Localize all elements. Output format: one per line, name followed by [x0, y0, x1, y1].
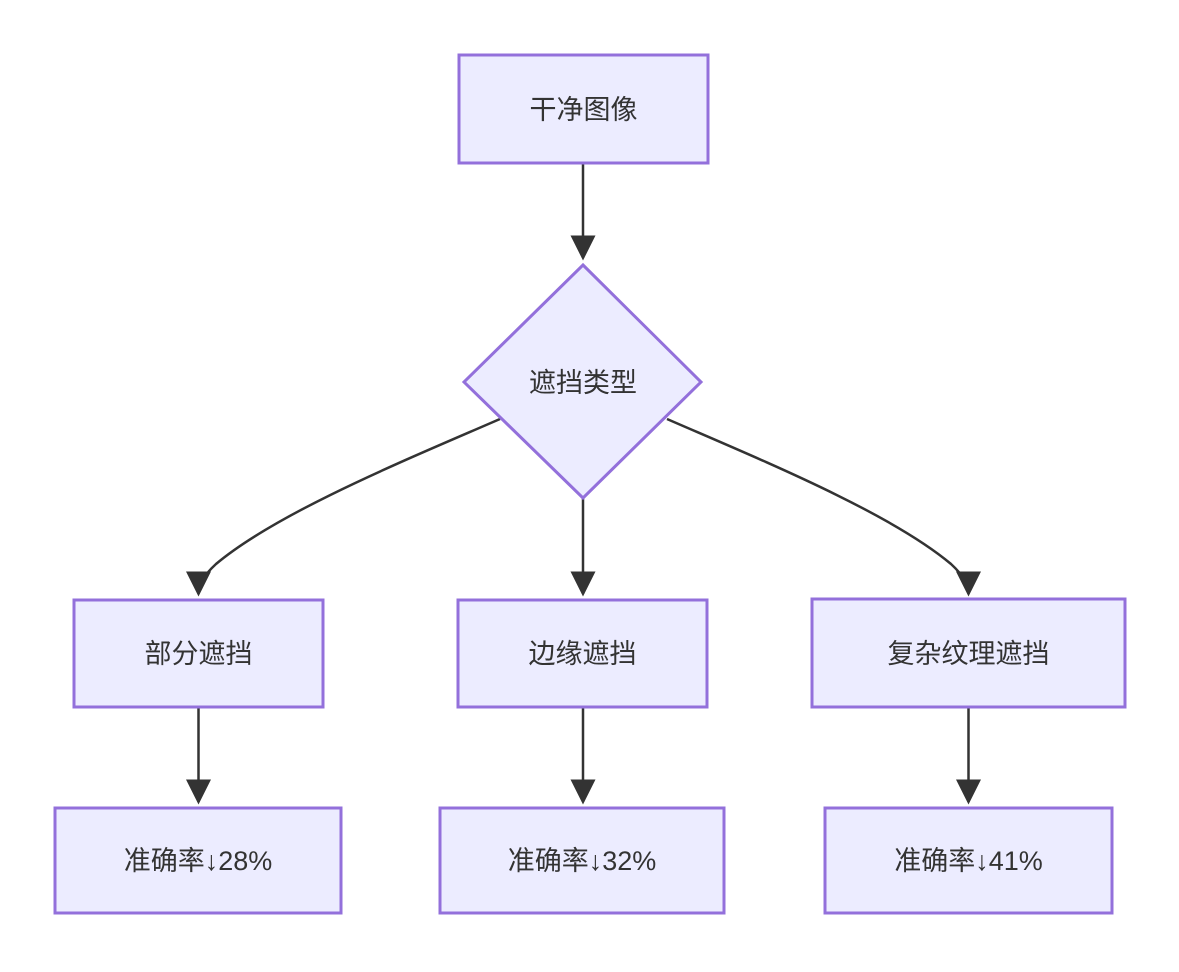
- node-complex-texture-occlusion: 复杂纹理遮挡: [810, 597, 1127, 709]
- occlusion-type-diamond: [461, 262, 704, 501]
- accuracy-complex-box: [823, 806, 1114, 915]
- edge-occlusion-box: [456, 598, 709, 709]
- edge-group: [186, 163, 981, 805]
- node-partial-occlusion: 部分遮挡: [72, 598, 325, 709]
- clean-image-box: [457, 53, 710, 165]
- accuracy-partial-label: 准确率↓28%: [124, 846, 273, 876]
- node-clean-image: 干净图像: [457, 53, 710, 165]
- occlusion-type-label: 遮挡类型: [529, 368, 637, 398]
- edge-occlusion-type-to-complex-texture-occlusion: [666, 417, 981, 597]
- node-occlusion-type: 遮挡类型: [461, 262, 704, 501]
- edge-occlusion-label: 边缘遮挡: [529, 639, 637, 669]
- node-accuracy-partial: 准确率↓28%: [53, 806, 343, 915]
- accuracy-edge-label: 准确率↓32%: [508, 846, 657, 876]
- accuracy-partial-box: [53, 806, 343, 915]
- node-accuracy-complex: 准确率↓41%: [823, 806, 1114, 915]
- partial-occlusion-box: [72, 598, 325, 709]
- accuracy-edge-box: [438, 806, 726, 915]
- partial-occlusion-label: 部分遮挡: [145, 639, 253, 669]
- accuracy-complex-label: 准确率↓41%: [894, 846, 1043, 876]
- node-accuracy-edge: 准确率↓32%: [438, 806, 726, 915]
- node-edge-occlusion: 边缘遮挡: [456, 598, 709, 709]
- complex-texture-occlusion-label: 复杂纹理遮挡: [888, 639, 1050, 669]
- complex-texture-occlusion-box: [810, 597, 1127, 709]
- clean-image-label: 干净图像: [530, 95, 638, 125]
- edge-occlusion-type-to-partial-occlusion: [186, 417, 501, 597]
